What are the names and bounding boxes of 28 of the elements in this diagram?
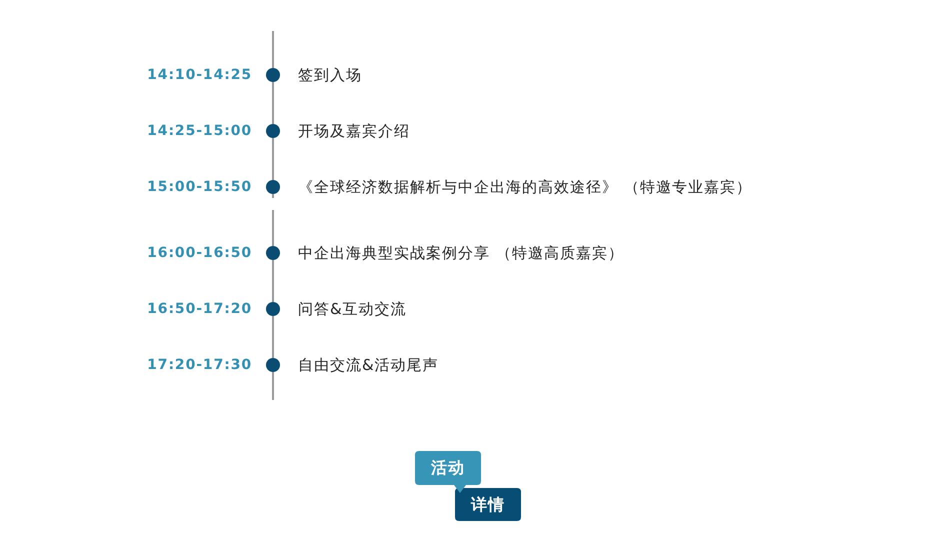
agenda-item: 自由交流&活动尾声: [298, 355, 439, 375]
time-range: 17:20-17:30: [147, 356, 252, 374]
time-range: 14:25-15:00: [147, 122, 252, 140]
agenda-item: 《全球经济数据解析与中企出海的高效途径》 （特邀专业嘉宾）: [298, 177, 752, 197]
timeline-dot: [266, 68, 280, 82]
agenda-item: 问答&互动交流: [298, 299, 407, 319]
agenda-item: 中企出海典型实战案例分享 （特邀高质嘉宾）: [298, 243, 624, 263]
title-tag: 详情: [455, 488, 521, 521]
timeline-line: [272, 316, 274, 358]
time-range: 14:10-14:25: [147, 66, 252, 84]
timeline-dot: [266, 246, 280, 260]
timeline-line: [272, 194, 274, 198]
speech-bubble: 活动: [415, 451, 481, 493]
timeline-dot: [266, 180, 280, 194]
time-range: 15:00-15:50: [147, 178, 252, 196]
timeline-dot: [266, 358, 280, 372]
timeline-line: [272, 260, 274, 302]
time-range: 16:50-17:20: [147, 300, 252, 318]
timeline-line: [272, 210, 274, 246]
timeline-line: [272, 82, 274, 124]
timeline-line: [272, 31, 274, 68]
agenda-item: 签到入场: [298, 65, 362, 85]
timeline-dot: [266, 124, 280, 138]
agenda-item: 开场及嘉宾介绍: [298, 121, 410, 141]
timeline-line: [272, 138, 274, 180]
time-range: 16:00-16:50: [147, 244, 252, 262]
timeline-dot: [266, 302, 280, 316]
timeline-line: [272, 372, 274, 400]
